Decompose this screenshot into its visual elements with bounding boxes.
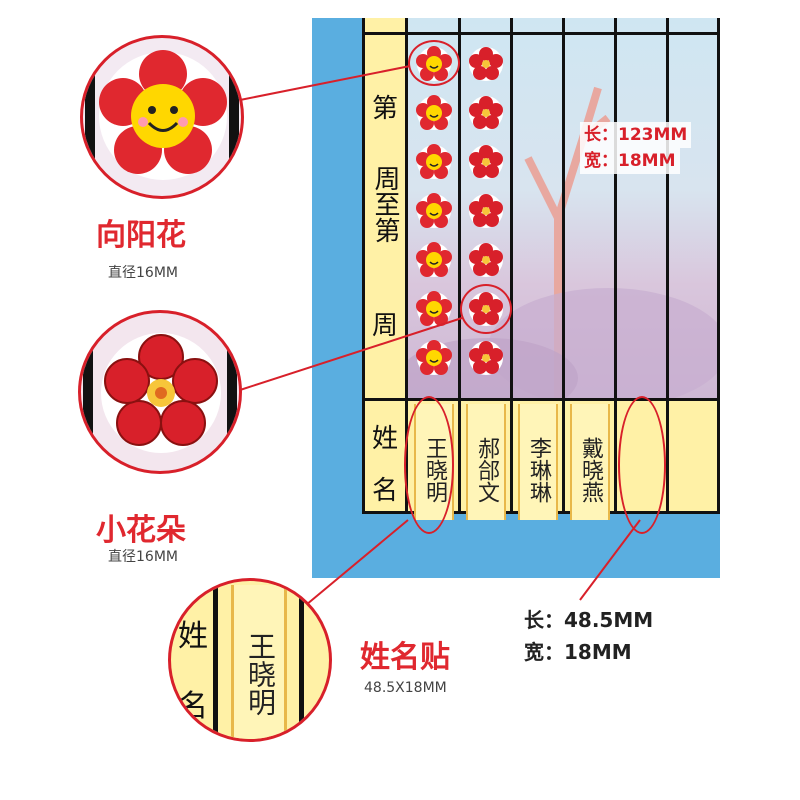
product-name: 向阳花 (96, 218, 186, 253)
smiley-flower-sticker (416, 291, 454, 329)
grid-line (614, 18, 617, 514)
name-tag: 李琳琳 (518, 404, 558, 520)
grid-line (362, 32, 720, 35)
product-name: 小花朵 (96, 513, 186, 548)
red-flower-sticker (468, 193, 506, 231)
smiley-flower-sticker (416, 193, 454, 231)
highlight-oval (618, 396, 666, 534)
highlight-oval (404, 396, 454, 534)
grid-line (666, 18, 669, 514)
week-label-end: 周 (371, 311, 398, 341)
tag-width-label: 宽：18MM (524, 640, 632, 664)
product-name: 姓名贴 (360, 640, 450, 675)
product-spec: 直径16MM (108, 265, 178, 281)
zoom-side-char: 姓 (178, 619, 208, 654)
red-flower-sticker (468, 46, 506, 84)
red-flower-sticker (468, 144, 506, 182)
grid-line (510, 18, 513, 514)
red-flower-icon (101, 333, 221, 453)
smiley-flower-sticker (416, 242, 454, 280)
smiley-flower-sticker (416, 95, 454, 133)
smiley-flower-icon (99, 50, 227, 180)
product-spec: 直径16MM (108, 549, 178, 565)
highlight-oval (408, 40, 460, 86)
name-tag-zoom: 姓 名 王晓明 (168, 578, 332, 742)
zoom-side-char: 名 (178, 689, 208, 724)
grid-line (362, 398, 720, 401)
name-tag: 戴晓燕 (570, 404, 610, 520)
zoom-name-tag: 王晓明 (231, 585, 287, 739)
smiley-flower-zoom (80, 35, 244, 199)
tag-length-label: 长：48.5MM (524, 608, 654, 632)
product-spec: 48.5X18MM (364, 680, 447, 696)
chart-length-label: 长：123MM (580, 122, 692, 148)
name-tag: 郝郃文 (466, 404, 506, 520)
name-label-char: 姓 (371, 424, 398, 454)
smiley-flower-sticker (416, 144, 454, 182)
chart-width-label: 宽：18MM (580, 148, 680, 174)
name-label-char: 名 (371, 476, 398, 506)
smiley-flower-sticker (416, 340, 454, 378)
red-flower-sticker (468, 95, 506, 133)
grid-line (458, 18, 461, 514)
highlight-oval (460, 284, 512, 334)
red-flower-sticker (468, 340, 506, 378)
grid-line (717, 18, 720, 514)
red-flower-zoom (78, 310, 242, 474)
grid-line (562, 18, 565, 514)
label-column (362, 18, 408, 514)
red-flower-sticker (468, 242, 506, 280)
week-label-middle: 周至第 (370, 165, 400, 243)
week-label-start: 第 (371, 94, 398, 124)
